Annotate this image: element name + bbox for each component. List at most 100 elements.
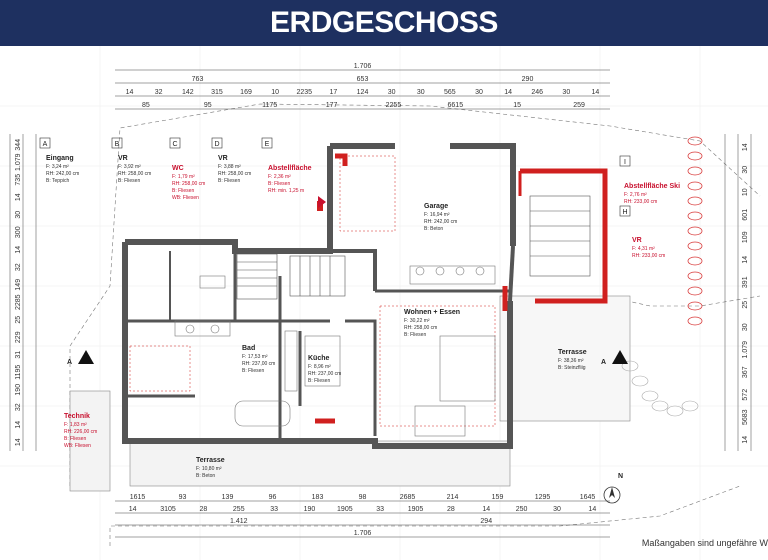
dim-left: 229 bbox=[15, 331, 22, 343]
room-letter-box bbox=[111, 137, 123, 149]
dim-left: 149 bbox=[15, 279, 22, 291]
room-info: F: 3,92 m² bbox=[118, 164, 141, 170]
room-letter: C bbox=[172, 141, 177, 148]
dim-top-inner: 2255 bbox=[386, 102, 402, 109]
dim-bottom-inner: 139 bbox=[222, 494, 234, 501]
dim-left: 2285 bbox=[15, 294, 22, 310]
room-info: B: Teppich bbox=[46, 178, 69, 184]
dim-bottom-inner: 1615 bbox=[130, 494, 146, 501]
dim-top-detail: 30 bbox=[562, 89, 570, 96]
dim-top-detail: 2235 bbox=[296, 89, 312, 96]
dim-left: 14 bbox=[15, 246, 22, 254]
dim-top-inner: 259 bbox=[573, 102, 585, 109]
dim-top-detail: 30 bbox=[475, 89, 483, 96]
dim-left: 14 bbox=[15, 421, 22, 429]
dim-bottom-inner: 183 bbox=[312, 494, 324, 501]
dim-right: 10 bbox=[742, 188, 749, 196]
dim-left: 32 bbox=[15, 403, 22, 411]
room-name: Bad bbox=[242, 345, 255, 352]
dim-bottom-detail: 28 bbox=[447, 506, 455, 513]
technik-annex bbox=[69, 390, 111, 492]
dimension-lines bbox=[9, 69, 752, 538]
dim-bottom-inner: 2685 bbox=[400, 494, 416, 501]
dim-top-detail: 124 bbox=[357, 89, 369, 96]
title-banner: ERDGESCHOSS bbox=[0, 0, 768, 46]
dim-top-inner: 6615 bbox=[448, 102, 464, 109]
dim-top-detail: 315 bbox=[211, 89, 223, 96]
dim-top-inner: 85 bbox=[142, 102, 150, 109]
room-info: F: 17,53 m² bbox=[242, 354, 268, 360]
section-marker-right-triangle bbox=[612, 350, 628, 364]
dim-top-detail: 565 bbox=[444, 89, 456, 96]
dim-left: 25 bbox=[15, 316, 22, 324]
terrace-east bbox=[499, 295, 631, 422]
room-info: F: 10,80 m² bbox=[196, 466, 222, 472]
page-title: ERDGESCHOSS bbox=[270, 6, 498, 39]
room-info: RH: 233,00 cm bbox=[624, 199, 657, 205]
room-info: B: Fliesen bbox=[172, 188, 194, 194]
dim-bottom-detail: 1905 bbox=[408, 506, 424, 513]
dim-right: 14 bbox=[742, 256, 749, 264]
room-info: F: 1,79 m² bbox=[172, 174, 195, 180]
dim-top-major: 290 bbox=[522, 76, 534, 83]
compass-label: N bbox=[618, 473, 623, 480]
dim-bottom-detail: 3105 bbox=[160, 506, 176, 513]
dim-left: 300 bbox=[15, 226, 22, 238]
dim-top-detail: 32 bbox=[155, 89, 163, 96]
dim-bottom-inner: 1295 bbox=[535, 494, 551, 501]
dim-top-inner: 15 bbox=[513, 102, 521, 109]
dim-right: 14 bbox=[742, 143, 749, 151]
room-letter: H bbox=[622, 209, 627, 216]
room-letter-box bbox=[261, 137, 273, 149]
dim-bottom-detail: 28 bbox=[199, 506, 207, 513]
dim-left: 344 bbox=[15, 139, 22, 151]
dim-top-detail: 30 bbox=[417, 89, 425, 96]
dim-top-major: 653 bbox=[357, 76, 369, 83]
dim-top-inner: 95 bbox=[204, 102, 212, 109]
room-info: F: 8,96 m² bbox=[308, 364, 331, 370]
dim-right: 367 bbox=[742, 366, 749, 378]
dim-bottom-detail: 255 bbox=[233, 506, 245, 513]
room-letter-box bbox=[169, 137, 181, 149]
dim-right: 109 bbox=[742, 231, 749, 243]
room-name: VR bbox=[632, 237, 642, 244]
dim-bottom-detail: 250 bbox=[516, 506, 528, 513]
dim-right: 572 bbox=[742, 389, 749, 401]
dim-left: 1.079 bbox=[15, 153, 22, 171]
dim-bottom-detail: 190 bbox=[304, 506, 316, 513]
floor-plan-drawing bbox=[0, 46, 768, 560]
dim-bottom-detail: 30 bbox=[553, 506, 561, 513]
dim-right: 5683 bbox=[742, 409, 749, 425]
dim-bottom-major: 294 bbox=[480, 518, 492, 525]
dim-top-inner: 177 bbox=[326, 102, 338, 109]
room-info: B: Beton bbox=[196, 473, 215, 479]
dim-bottom-detail: 14 bbox=[482, 506, 490, 513]
room-name: Technik bbox=[64, 413, 90, 420]
dim-right: 30 bbox=[742, 323, 749, 331]
dim-right: 601 bbox=[742, 209, 749, 221]
dim-bottom-inner: 1645 bbox=[580, 494, 596, 501]
room-name: Abstellfläche bbox=[268, 165, 312, 172]
room-info: RH: 233,00 cm bbox=[632, 253, 665, 259]
room-letter-box bbox=[619, 155, 631, 167]
dim-bottom-inner: 159 bbox=[492, 494, 504, 501]
room-info: RH: 237,00 cm bbox=[242, 361, 275, 367]
dim-top-major: 763 bbox=[192, 76, 204, 83]
dim-top-inner: 1175 bbox=[262, 102, 277, 109]
section-marker-left-triangle bbox=[78, 350, 94, 364]
room-name: Eingang bbox=[46, 155, 74, 162]
dim-bottom-inner: 98 bbox=[359, 494, 367, 501]
ski-storage-pattern bbox=[687, 136, 703, 326]
dim-left: 14 bbox=[15, 193, 22, 201]
room-name: Terrasse bbox=[558, 349, 587, 356]
dim-top-detail: 169 bbox=[240, 89, 252, 96]
dim-top-detail: 14 bbox=[126, 89, 134, 96]
footer-note: Maßangaben sind ungefähre W bbox=[641, 538, 768, 548]
room-info: WB: Fliesen bbox=[172, 195, 199, 201]
room-info: F: 38,36 m² bbox=[558, 358, 584, 364]
dim-left: 735 bbox=[15, 174, 22, 186]
dim-left: 31 bbox=[15, 351, 22, 359]
dim-left: 1195 bbox=[15, 365, 22, 380]
